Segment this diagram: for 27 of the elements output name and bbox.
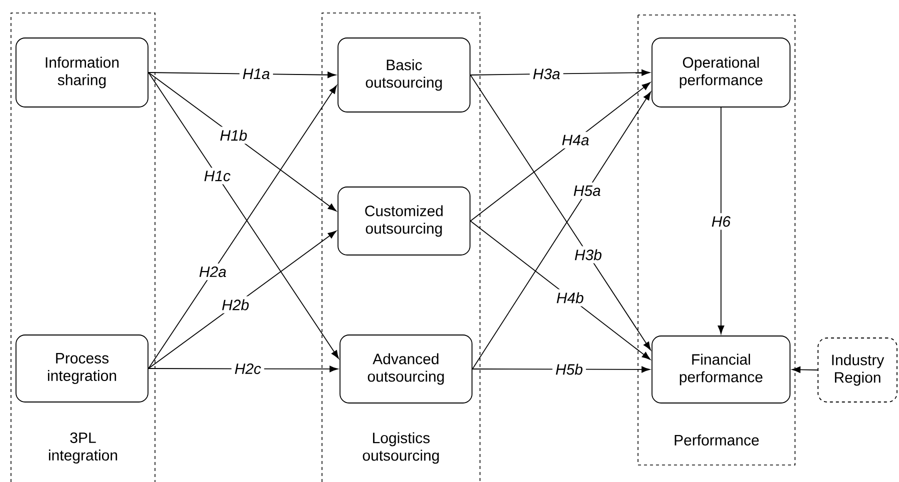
edge-label: H6 bbox=[708, 213, 734, 230]
rounded-box: Operational performance bbox=[652, 38, 790, 108]
arrow bbox=[470, 82, 650, 222]
rounded-box: Financial performance bbox=[652, 336, 790, 404]
edge-label: H1b bbox=[216, 126, 250, 144]
dashed-box: Industry Region bbox=[818, 338, 898, 402]
rounded-box: Process integration bbox=[16, 334, 148, 402]
edge-label: H3a bbox=[530, 66, 564, 82]
arrow bbox=[792, 366, 818, 373]
edge-label: H1c bbox=[200, 168, 234, 184]
edge-label: H2c bbox=[232, 360, 264, 378]
edge-label: H4b bbox=[553, 289, 587, 306]
rounded-box: Basic outsourcing bbox=[338, 38, 470, 112]
rounded-box: Advanced outsourcing bbox=[340, 334, 472, 404]
edge-label: H5b bbox=[552, 360, 586, 378]
arrow bbox=[718, 107, 724, 334]
edge-label: H3b bbox=[571, 246, 605, 264]
arrow bbox=[148, 72, 336, 212]
edge-label: H2b bbox=[218, 296, 252, 314]
edge-label: H4a bbox=[558, 132, 592, 148]
edge-label: H1a bbox=[239, 66, 273, 82]
rounded-box: Customized outsourcing bbox=[338, 186, 470, 256]
arrow bbox=[470, 220, 650, 360]
arrow bbox=[148, 230, 336, 369]
edge-label: H5a bbox=[570, 182, 604, 199]
rounded-box: Information sharing bbox=[16, 38, 148, 108]
edge-label: H2a bbox=[196, 263, 230, 280]
